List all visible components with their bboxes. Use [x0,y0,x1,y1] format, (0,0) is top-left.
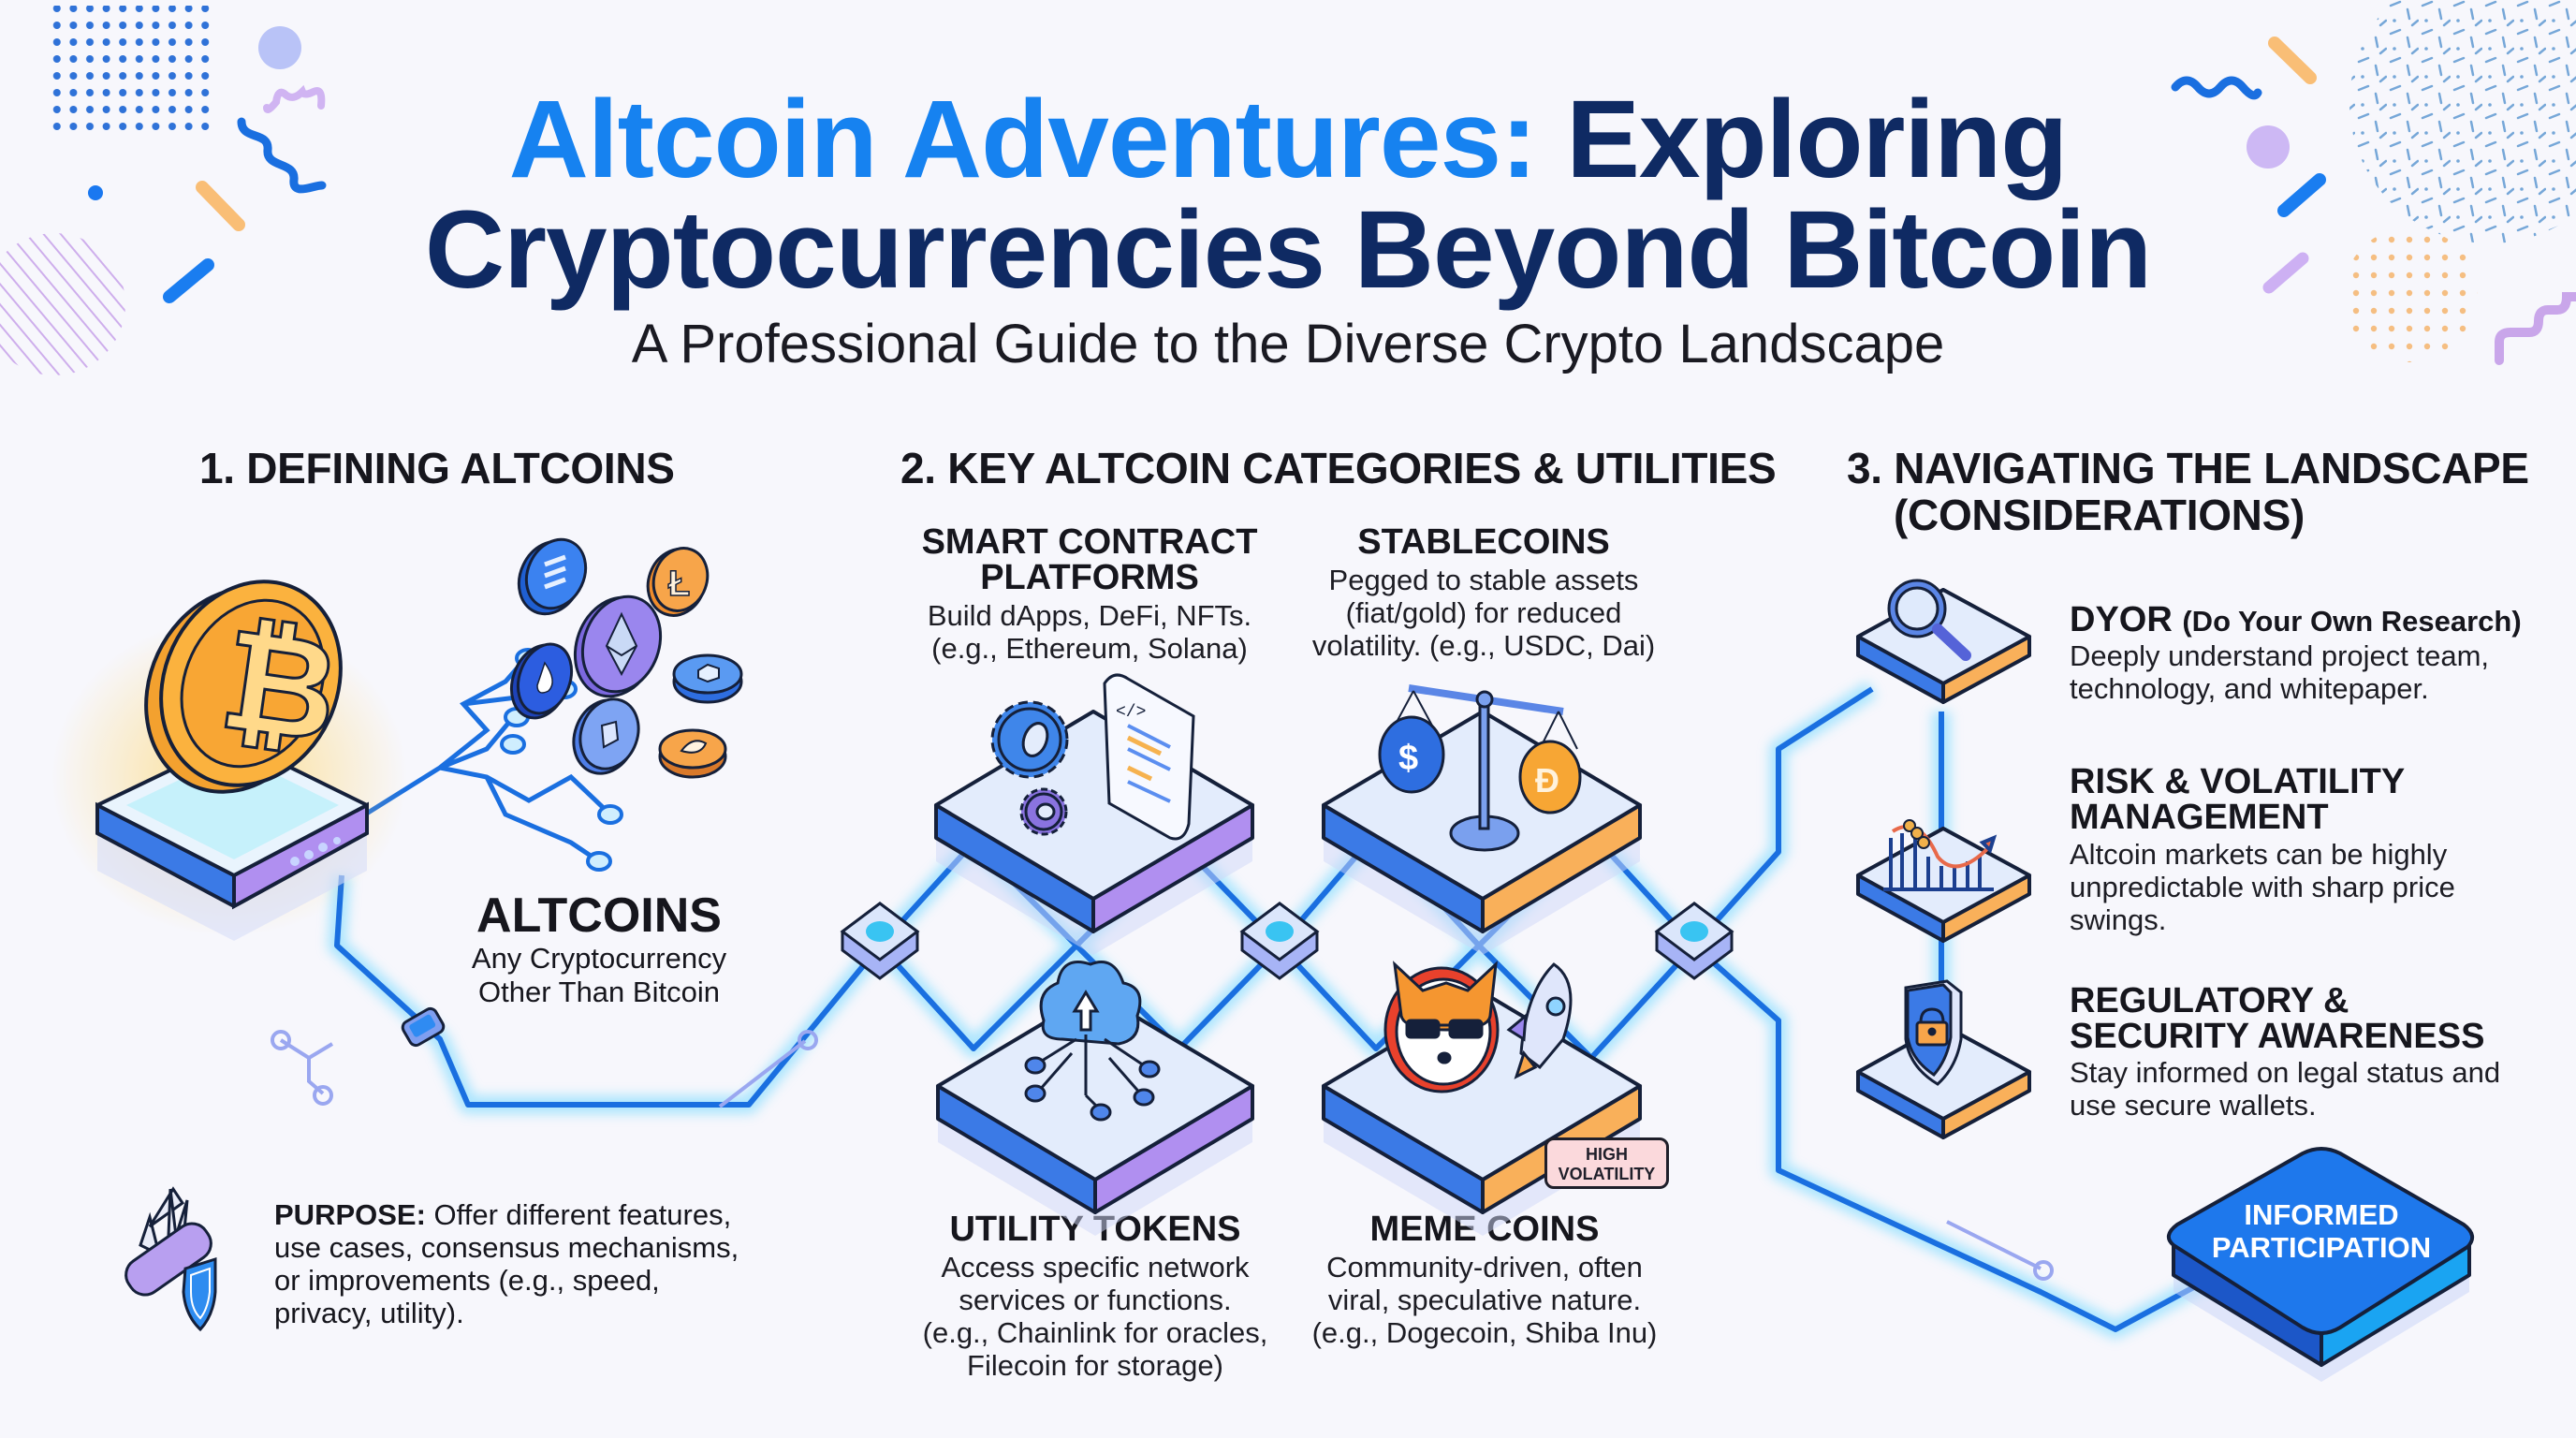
junction-nodes [840,902,1734,980]
altcoins-description: Any Cryptocurrency Other Than Bitcoin [412,942,786,1009]
section-3-heading: 3. NAVIGATING THE LANDSCAPE (CONSIDERATI… [1847,445,2529,538]
section-3-heading-line2: (CONSIDERATIONS) [1894,491,2305,539]
category-smart-contract-desc: Build dApps, DeFi, NFTs. (e.g., Ethereum… [902,599,1277,665]
category-stablecoins-desc: Pegged to stable assets (fiat/gold) for … [1296,564,1671,662]
consideration-desc-line: Stay informed on legal status and [2070,1056,2501,1089]
consideration-desc-line: technology, and whitepaper. [2070,672,2429,705]
consideration-title-line: REGULATORY & [2070,981,2349,1020]
consideration-regulatory-desc: Stay informed on legal status and use se… [2070,1056,2500,1122]
consideration-dyor-desc: Deeply understand project team, technolo… [2070,639,2489,705]
category-desc-line: Filecoin for storage) [967,1349,1223,1382]
category-desc-line: Community-driven, often [1326,1251,1643,1284]
purpose-text: PURPOSE: Offer different features, use c… [274,1198,761,1329]
category-desc-line: services or functions. [959,1284,1232,1316]
category-desc-line: viral, speculative nature. [1327,1284,1642,1316]
category-title-line: SMART CONTRACT [921,522,1258,562]
informed-participation-label: INFORMED PARTICIPATION [2181,1198,2462,1264]
category-desc-line: Access specific network [941,1251,1250,1284]
consideration-title-line: RISK & VOLATILITY [2070,762,2406,801]
category-meme-title: MEME COINS [1369,1210,1600,1249]
consideration-desc-line: unpredictable with sharp price [2070,871,2455,903]
consideration-risk-desc: Altcoin markets can be highly unpredicta… [2070,838,2455,936]
category-desc-line: (fiat/gold) for reduced [1345,596,1622,629]
category-desc-line: Pegged to stable assets [1328,564,1639,596]
category-utility-desc: Access specific network services or func… [908,1251,1282,1382]
informed-line1: INFORMED [2244,1198,2399,1231]
section-2-heading: 2. KEY ALTCOIN CATEGORIES & UTILITIES [900,444,1777,492]
consideration-desc-line: swings. [2070,903,2167,936]
consideration-risk-title: RISK & VOLATILITY MANAGEMENT [2070,764,2405,835]
consideration-desc-line: Altcoin markets can be highly [2070,838,2448,871]
title-rest: Exploring [1566,78,2068,201]
altcoins-title: ALTCOINS [476,888,722,943]
title-highlight: Altcoin Adventures: [508,78,1538,201]
consideration-desc-line: Deeply understand project team, [2070,639,2490,672]
consideration-title-line: SECURITY AWARENESS [2070,1017,2485,1056]
page-subtitle: A Professional Guide to the Diverse Cryp… [631,314,1945,374]
badge-line: HIGH [1586,1145,1628,1164]
high-volatility-badge: HIGH VOLATILITY [1544,1137,1669,1189]
consideration-desc-line: use secure wallets. [2070,1089,2317,1122]
page-title-line1: Altcoin Adventures: Exploring [0,84,2576,195]
category-desc-line: Build dApps, DeFi, NFTs. [927,599,1252,632]
category-desc-line: (e.g., Ethereum, Solana) [931,632,1248,665]
informed-line2: PARTICIPATION [2211,1231,2432,1264]
category-stablecoins-title: STABLECOINS [1357,522,1610,562]
category-title-line: PLATFORMS [980,558,1199,597]
consideration-title-line: MANAGEMENT [2070,798,2329,837]
section-1-heading: 1. DEFINING ALTCOINS [199,444,675,492]
consideration-regulatory-title: REGULATORY & SECURITY AWARENESS [2070,983,2484,1054]
altcoins-desc-line1: Any Cryptocurrency [471,942,727,975]
dyor-title-main: DYOR [2070,600,2173,639]
category-meme-desc: Community-driven, often viral, speculati… [1297,1251,1672,1349]
chip-node-icon [401,1006,446,1048]
purpose-body: Offer different features, use cases, con… [274,1198,739,1329]
altcoins-desc-line2: Other Than Bitcoin [478,976,720,1008]
category-smart-contract-title: SMART CONTRACT PLATFORMS [902,524,1277,595]
section-3-heading-line1: 3. NAVIGATING THE LANDSCAPE [1847,444,2529,492]
badge-line: VOLATILITY [1558,1165,1656,1183]
category-desc-line: (e.g., Dogecoin, Shiba Inu) [1311,1316,1658,1349]
dyor-title-sub: (Do Your Own Research) [2182,605,2522,638]
category-desc-line: volatility. (e.g., USDC, Dai) [1311,629,1656,662]
consideration-dyor-title: DYOR (Do Your Own Research) [2070,602,2522,639]
dot-grid-decoration [45,6,210,133]
page-title-line2: Cryptocurrencies Beyond Bitcoin [424,188,2152,312]
purpose-label: PURPOSE: [274,1198,426,1231]
category-utility-title: UTILITY TOKENS [949,1210,1241,1249]
category-desc-line: (e.g., Chainlink for oracles, [922,1316,1268,1349]
